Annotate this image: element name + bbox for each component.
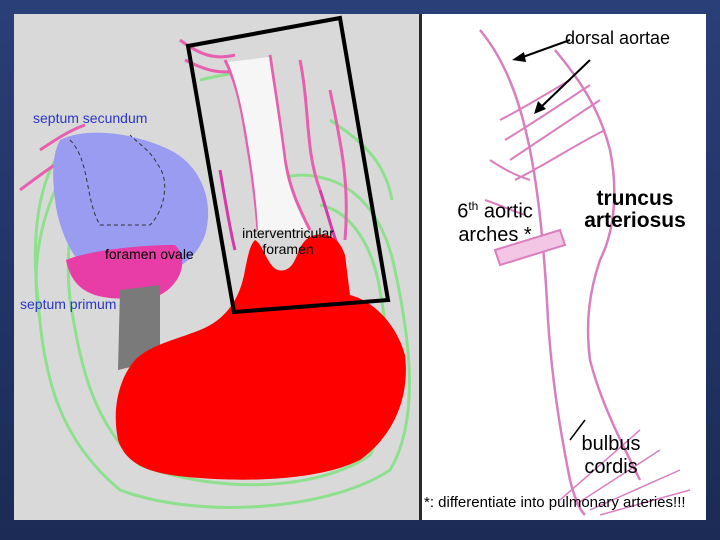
bulbus-line1: bulbus	[566, 433, 656, 456]
bulbus-cordis-label: bulbus cordis	[566, 433, 656, 479]
dorsal-aortae-arrows	[512, 40, 590, 114]
sixth-aortic-sup: th	[468, 199, 478, 213]
truncus-line1: truncus	[580, 188, 690, 210]
interventricular-foramen-label: interventricular foramen	[234, 225, 342, 257]
truncus-arteriosus-label: truncus arteriosus	[580, 188, 690, 232]
bulbus-line2: cordis	[566, 456, 656, 479]
truncus-outline-right	[555, 50, 640, 480]
septum-primum-label: septum primum	[20, 296, 116, 312]
truncus-line2: arteriosus	[580, 210, 690, 232]
septum-secundum-label: septum secundum	[33, 110, 147, 126]
sixth-aortic-line1: 6th aortic	[445, 195, 545, 224]
zoom-region-frame	[188, 18, 388, 312]
dorsal-aortae-label: dorsal aortae	[565, 28, 670, 49]
heart-section	[20, 18, 409, 507]
footnote: *: differentiate into pulmonary arteries…	[424, 494, 686, 511]
interventricular-line2: foramen	[234, 241, 342, 257]
foramen-ovale-label: foramen ovale	[105, 246, 194, 262]
trunk-fill	[228, 57, 308, 230]
sixth-aortic-arches-label: 6th aortic arches *	[445, 195, 545, 247]
interventricular-line1: interventricular	[234, 225, 342, 241]
sixth-aortic-num: 6	[457, 201, 468, 223]
sixth-aortic-rest: aortic	[478, 201, 532, 223]
sixth-aortic-line2: arches *	[445, 224, 545, 247]
